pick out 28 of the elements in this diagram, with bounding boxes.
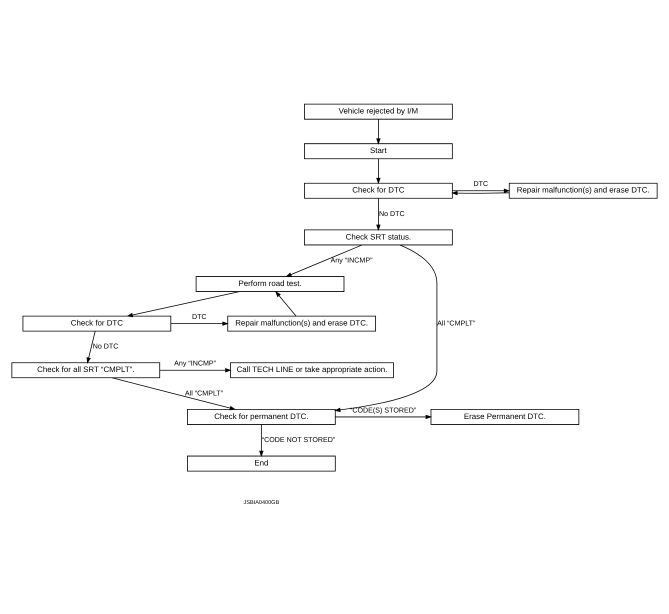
- node-box: Vehicle rejected by I/M: [304, 104, 453, 120]
- arrow: [452, 188, 510, 193]
- arrow: [376, 198, 381, 231]
- arrow: [376, 119, 381, 145]
- arrow: [451, 190, 510, 196]
- arrow: [275, 290, 296, 316]
- arrow: [334, 244, 438, 412]
- node-box: Perform road test.: [196, 276, 344, 292]
- node-box: Check for DTC: [22, 316, 172, 332]
- node-box: Check for DTC: [304, 182, 453, 199]
- arrow: [259, 424, 264, 458]
- arrow: [112, 377, 236, 410]
- node-box: Check SRT status.: [304, 230, 453, 246]
- node-box: Repair malfunction(s) and erase DTC.: [227, 316, 376, 332]
- arrow: [126, 291, 240, 318]
- node-box: Call TECH LINE or take appropriate action.: [230, 362, 394, 378]
- node-box: Check for permanent DTC.: [187, 409, 336, 425]
- arrow: [335, 414, 432, 420]
- arrow: [285, 244, 363, 277]
- node-box: Erase Permanent DTC.: [430, 409, 580, 425]
- node-box: Start: [304, 143, 453, 160]
- node-box: Check for all SRT “CMPLT”.: [11, 362, 160, 378]
- arrow: [86, 331, 96, 364]
- arrow: [376, 158, 381, 184]
- node-box: Repair malfunction(s) and erase DTC.: [508, 182, 658, 199]
- arrow: [159, 368, 232, 372]
- node-box: End: [187, 456, 336, 472]
- arrow: [170, 321, 229, 326]
